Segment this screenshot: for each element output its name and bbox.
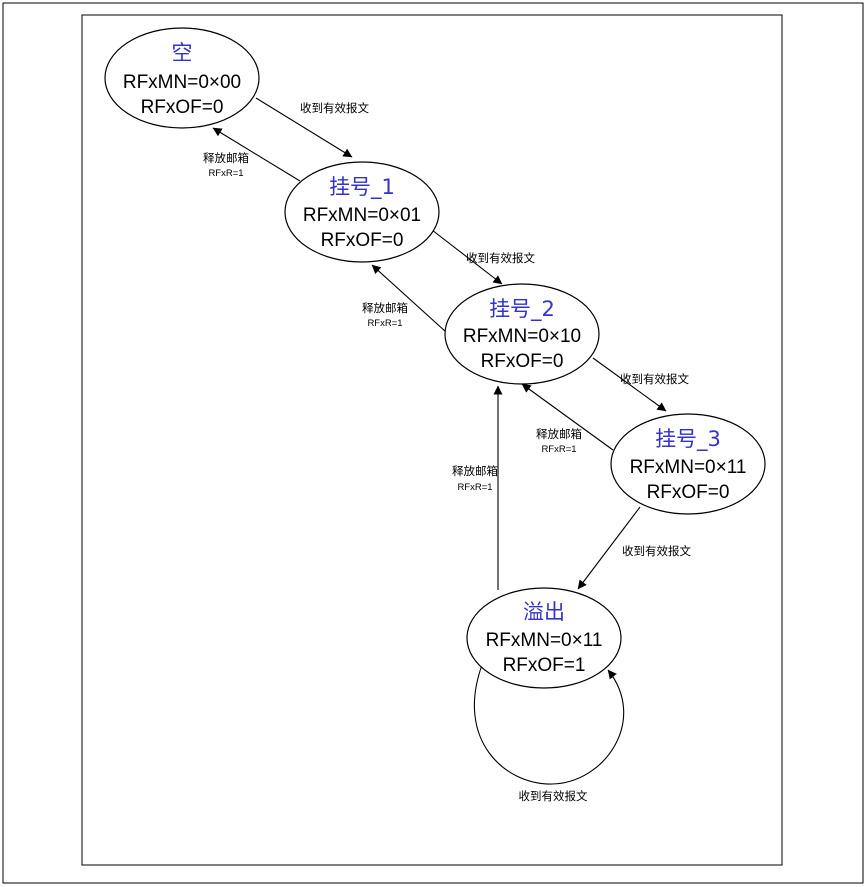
edge-release-2-to-1: 释放邮箱 RFxR=1	[362, 264, 447, 333]
edge-line	[431, 229, 503, 285]
edge-receive-2-to-3: 收到有效报文	[592, 357, 689, 412]
edge-line	[212, 127, 301, 182]
state-ellipse	[104, 27, 260, 129]
state-pending-3: 挂号_3 RFxMN=0×11 RFxOF=0	[610, 413, 766, 515]
edge-line	[521, 383, 614, 451]
state-name: 挂号_1	[329, 175, 395, 200]
edge-label: 释放邮箱	[536, 427, 582, 441]
edge-release-1-to-empty: 释放邮箱 RFxR=1	[203, 127, 301, 182]
edge-label: 收到有效报文	[519, 789, 588, 803]
edge-line	[592, 357, 667, 412]
inner-frame	[81, 14, 783, 866]
state-of-value: RFxOF=1	[503, 655, 586, 676]
state-mn-value: RFxMN=0×11	[630, 457, 747, 478]
edge-label: 收到有效报文	[466, 251, 535, 265]
state-pending-2: 挂号_2 RFxMN=0×10 RFxOF=0	[444, 283, 600, 385]
state-mn-value: RFxMN=0×01	[303, 205, 421, 226]
edge-receive-overflow-self: 收到有效报文	[473, 664, 625, 803]
state-mn-value: RFxMN=0×00	[123, 72, 241, 93]
state-ellipse	[444, 283, 600, 385]
edge-release-overflow-to-2: 释放邮箱 RFxR=1	[452, 385, 503, 590]
state-name: 空	[172, 41, 193, 65]
edge-sublabel: RFxR=1	[367, 318, 402, 329]
edge-receive-empty-to-1: 收到有效报文	[255, 97, 369, 158]
edge-receive-1-to-2: 收到有效报文	[431, 229, 535, 285]
state-ellipse	[284, 161, 440, 263]
edge-label: 释放邮箱	[362, 301, 408, 315]
state-name: 溢出	[523, 600, 565, 624]
edge-label: 收到有效报文	[300, 101, 369, 115]
edge-sublabel: RFxR=1	[541, 444, 576, 455]
state-of-value: RFxOF=0	[481, 351, 564, 372]
edge-line	[255, 97, 353, 158]
state-ellipse	[466, 587, 622, 689]
edge-label: 收到有效报文	[620, 372, 689, 386]
edge-label: 收到有效报文	[622, 544, 691, 558]
edge-label: 释放邮箱	[203, 151, 249, 165]
edge-line	[473, 664, 625, 785]
state-mn-value: RFxMN=0×11	[486, 630, 603, 651]
state-name: 挂号_2	[489, 297, 555, 322]
state-of-value: RFxOF=0	[321, 230, 404, 251]
edge-sublabel: RFxR=1	[208, 168, 243, 179]
edge-line	[577, 506, 641, 590]
edge-sublabel: RFxR=1	[457, 482, 492, 493]
state-ellipse	[610, 413, 766, 515]
edge-receive-3-to-overflow: 收到有效报文	[577, 506, 691, 590]
edge-release-3-to-2: 释放邮箱 RFxR=1	[521, 383, 614, 455]
state-empty: 空 RFxMN=0×00 RFxOF=0	[104, 27, 260, 129]
state-overflow: 溢出 RFxMN=0×11 RFxOF=1	[466, 587, 622, 689]
state-mn-value: RFxMN=0×10	[463, 326, 581, 347]
state-name: 挂号_3	[655, 427, 721, 452]
state-pending-1: 挂号_1 RFxMN=0×01 RFxOF=0	[284, 161, 440, 263]
state-of-value: RFxOF=0	[647, 482, 730, 503]
state-of-value: RFxOF=0	[141, 97, 224, 118]
edge-line	[371, 264, 447, 333]
edge-label: 释放邮箱	[452, 464, 498, 478]
